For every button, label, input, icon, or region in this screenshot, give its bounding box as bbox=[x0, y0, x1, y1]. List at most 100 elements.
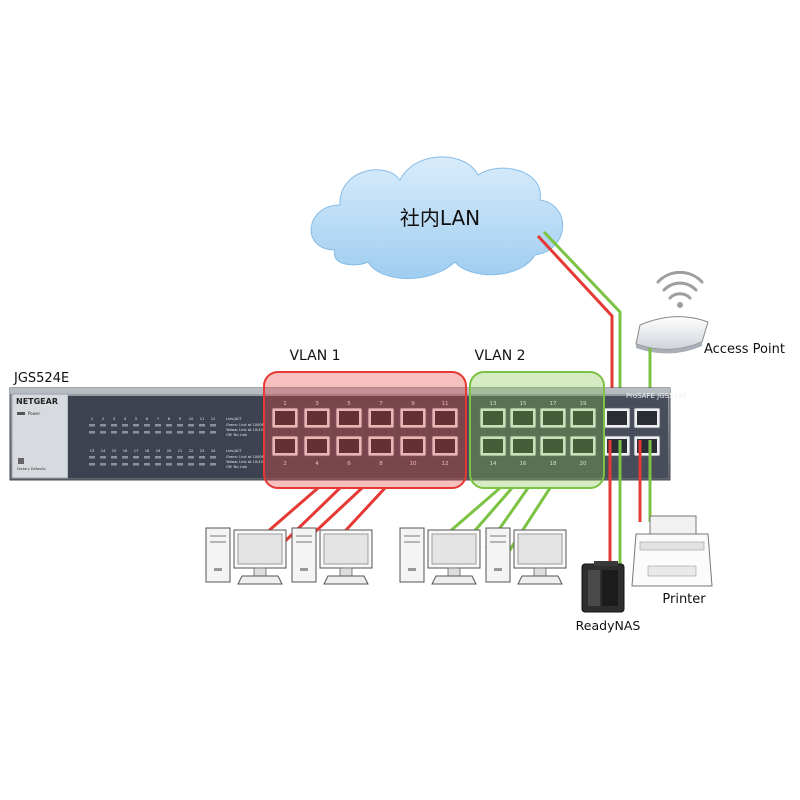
led-number: 23 bbox=[200, 449, 205, 453]
led-indicator bbox=[177, 431, 183, 434]
led-indicator bbox=[210, 431, 216, 434]
access-point-label: Access Point bbox=[704, 342, 785, 357]
led-indicator bbox=[133, 431, 139, 434]
led-number: 24 bbox=[211, 449, 216, 453]
switch-model-label: JGS524E bbox=[13, 371, 69, 386]
led-indicator bbox=[188, 463, 194, 466]
port-number: 16 bbox=[520, 461, 527, 467]
led-number: 17 bbox=[134, 449, 139, 453]
led-indicator bbox=[100, 424, 106, 427]
legend-row1-a: Green: Link at 1000M bbox=[226, 423, 265, 427]
led-indicator bbox=[210, 456, 216, 459]
port-number: 18 bbox=[550, 461, 557, 467]
led-number: 10 bbox=[189, 417, 194, 421]
lan-label: 社内LAN bbox=[400, 206, 480, 230]
legend-row2-c: Off: No Link bbox=[226, 465, 248, 469]
led-number: 12 bbox=[211, 417, 216, 421]
led-indicator bbox=[122, 463, 128, 466]
led-indicator bbox=[166, 463, 172, 466]
rj45-port bbox=[431, 435, 459, 457]
rj45-port bbox=[603, 435, 631, 457]
port-number: 5 bbox=[347, 401, 351, 407]
led-indicator bbox=[155, 431, 161, 434]
rj45-port bbox=[335, 407, 363, 429]
led-indicator bbox=[144, 463, 150, 466]
printer-label: Printer bbox=[662, 592, 706, 607]
led-number: 6 bbox=[146, 417, 149, 421]
led-indicator bbox=[177, 424, 183, 427]
legend-row1-c: Off: No Link bbox=[226, 433, 248, 437]
vlan1-label: VLAN 1 bbox=[289, 348, 340, 364]
led-indicator bbox=[89, 456, 95, 459]
led-indicator bbox=[89, 431, 95, 434]
rj45-port bbox=[271, 407, 299, 429]
port-number: 9 bbox=[411, 401, 415, 407]
port-number: 19 bbox=[580, 401, 587, 407]
port-number: 12 bbox=[442, 461, 449, 467]
port-number: 7 bbox=[379, 401, 383, 407]
rj45-port bbox=[633, 435, 661, 457]
port-number: 14 bbox=[490, 461, 497, 467]
legend-row2-a: Green: Link at 1000M bbox=[226, 455, 265, 459]
rj45-port bbox=[539, 435, 567, 457]
rj45-port bbox=[303, 407, 331, 429]
led-indicator bbox=[100, 431, 106, 434]
rj45-port bbox=[399, 435, 427, 457]
vlan2-label: VLAN 2 bbox=[474, 348, 525, 364]
led-number: 5 bbox=[135, 417, 137, 421]
led-indicator bbox=[133, 456, 139, 459]
led-indicator bbox=[177, 463, 183, 466]
printer-cable bbox=[638, 440, 652, 522]
led-number: 20 bbox=[167, 449, 172, 453]
vlan2-ports: 1315171914161820 bbox=[479, 401, 597, 467]
port-number: 17 bbox=[550, 401, 557, 407]
port-number: 8 bbox=[379, 461, 383, 467]
led-number: 2 bbox=[102, 417, 104, 421]
rj45-port bbox=[431, 407, 459, 429]
led-indicator bbox=[111, 431, 117, 434]
led-number: 19 bbox=[156, 449, 161, 453]
rj45-port bbox=[509, 407, 537, 429]
led-indicator bbox=[89, 424, 95, 427]
led-indicator bbox=[177, 456, 183, 459]
led-number: 3 bbox=[113, 417, 115, 421]
led-indicator bbox=[210, 424, 216, 427]
led-indicator bbox=[199, 431, 205, 434]
wifi-icon bbox=[656, 270, 704, 308]
legend-row1-title: Link/ACT bbox=[226, 417, 242, 421]
led-indicator bbox=[111, 424, 117, 427]
pc-vlan2-b bbox=[485, 527, 567, 585]
rj45-port bbox=[509, 435, 537, 457]
led-indicator bbox=[199, 463, 205, 466]
led-number: 22 bbox=[189, 449, 194, 453]
led-indicator bbox=[144, 431, 150, 434]
led-indicator bbox=[111, 463, 117, 466]
rj45-port bbox=[271, 435, 299, 457]
nas-cable bbox=[608, 440, 622, 566]
rj45-port bbox=[479, 435, 507, 457]
led-indicator bbox=[199, 456, 205, 459]
led-number: 14 bbox=[101, 449, 106, 453]
power-label: Power bbox=[28, 411, 40, 416]
rj45-port bbox=[603, 407, 631, 429]
led-indicator bbox=[166, 456, 172, 459]
series-badge: ProSAFE JGS524E bbox=[626, 392, 687, 400]
led-indicator bbox=[89, 463, 95, 466]
led-indicator bbox=[100, 463, 106, 466]
port-number: 11 bbox=[442, 401, 449, 407]
port-number: 15 bbox=[520, 401, 527, 407]
led-indicator bbox=[155, 424, 161, 427]
reset-label: Factory Defaults bbox=[17, 467, 46, 471]
legend-row2-title: Link/ACT bbox=[226, 449, 242, 453]
led-number: 16 bbox=[123, 449, 128, 453]
led-indicator bbox=[188, 431, 194, 434]
port-number: 6 bbox=[347, 461, 351, 467]
led-indicator bbox=[133, 463, 139, 466]
rj45-port bbox=[367, 407, 395, 429]
led-indicator bbox=[133, 424, 139, 427]
brand-logo: NETGEAR bbox=[16, 397, 58, 406]
